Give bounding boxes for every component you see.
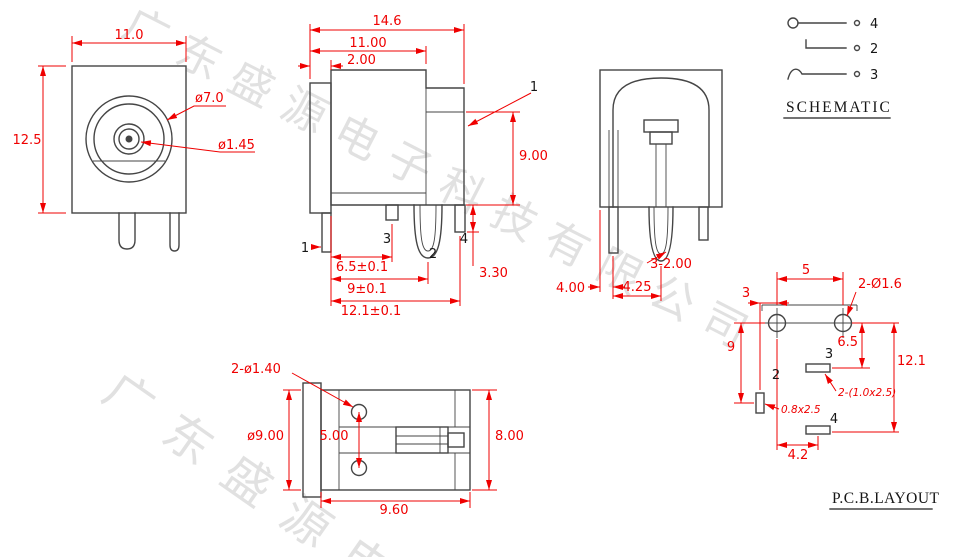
front-body-outline — [71, 65, 187, 214]
front-barrel-inner-circle — [93, 103, 165, 175]
rear-body-outline — [599, 69, 723, 208]
front-pin-hole-circle — [118, 128, 140, 150]
front-dim-height: 12.5 — [13, 133, 42, 148]
rear-pin-right — [698, 206, 709, 241]
side-label-terminal1: 1 — [301, 241, 309, 256]
bottom-contact-details — [396, 427, 448, 453]
side-label-terminal3: 3 — [383, 232, 391, 247]
front-pin-center-lug — [118, 212, 136, 250]
rear-dim-left-offset: 4.00 — [556, 281, 585, 296]
bottom-contact-tip — [447, 432, 465, 448]
schematic-pin2-line — [805, 39, 847, 49]
side-dim-flange: 2.00 — [347, 53, 376, 68]
side-shell-leader — [467, 92, 532, 127]
rear-view: 4.00 4.25 3-2.00 — [556, 69, 723, 301]
front-pin-leader — [140, 140, 255, 153]
front-dim-width: 11.0 — [115, 28, 144, 43]
side-label-terminal4: 4 — [460, 232, 468, 247]
rear-ext-lines — [599, 210, 662, 301]
side-dim-pin4-offset: 12.1±0.1 — [341, 304, 402, 319]
bottom-dim-barrel: ø9.00 — [247, 429, 284, 444]
pcb-holes-leader — [846, 291, 857, 317]
bottom-dim-holes: 2-ø1.40 — [231, 362, 281, 377]
side-body-details — [331, 88, 464, 205]
side-dim-pin-length: 3.30 — [479, 266, 508, 281]
pcb-dim-hole-offset: 3 — [742, 286, 750, 301]
front-pin-side-lug — [169, 212, 180, 252]
bottom-dim-length: 9.60 — [380, 503, 409, 518]
side-label-shell: 1 — [530, 80, 538, 95]
rear-pin-left — [608, 206, 619, 254]
rear-pin-center — [648, 206, 674, 262]
schematic-pin4-label: 4 — [870, 17, 878, 32]
schematic-pin2-label: 2 — [870, 42, 878, 57]
bottom-ext-lines — [283, 389, 497, 508]
front-view: 11.0 12.5 ø7.0 ø1.45 — [13, 28, 255, 252]
side-terminal3-pin — [385, 204, 399, 221]
pcb-dim-pad4-offset: 12.1 — [897, 354, 926, 369]
side-dim-height: 9.00 — [519, 149, 548, 164]
pcb-hole-right — [833, 313, 853, 333]
pcb-dim-pad-slots: 2-(1.0x2.5) — [838, 387, 896, 399]
pcb-hole-centerlines — [763, 308, 858, 338]
front-barrel-leader — [166, 105, 226, 121]
side-dim-pin2-offset: 9±0.1 — [347, 282, 387, 297]
pcb-dim-pad4-x: 4.2 — [788, 448, 809, 463]
side-terminal2-pin — [413, 204, 443, 259]
pcb-title: P.C.B.LAYOUT — [832, 490, 940, 507]
side-body-outline — [330, 69, 465, 206]
side-dim-total-width: 14.6 — [373, 14, 402, 29]
pcb-hole-left — [767, 313, 787, 333]
pcb-label-pad3: 3 — [825, 347, 833, 362]
side-terminal4-pin — [454, 204, 466, 233]
front-center-pin — [125, 135, 133, 143]
front-dim-barrel: ø7.0 — [195, 91, 224, 106]
pcb-ref-line-left — [759, 302, 777, 390]
rear-dome — [612, 77, 710, 208]
rear-terminal-block-lower — [649, 131, 673, 145]
rear-center-shaft-lines — [655, 144, 667, 207]
pcb-dim-hole-pitch: 5 — [802, 263, 810, 278]
schematic-pin3-terminal-icon — [853, 70, 861, 78]
pcb-pad-slots-leader — [824, 373, 837, 392]
rear-side-terminal-lines — [608, 130, 619, 207]
pcb-dim-pad3-offset: 6.5 — [837, 335, 858, 350]
schematic-title: SCHEMATIC — [786, 99, 892, 116]
bottom-view: 2-ø1.40 ø9.00 5.00 8.00 9.60 — [231, 362, 524, 518]
side-ext-lines-bottom — [330, 216, 461, 306]
rear-pin-width-leader — [646, 251, 667, 264]
side-dim-body-width: 11.00 — [349, 36, 386, 51]
pcb-pad4-slot — [805, 425, 831, 435]
front-barrel-outer-circle — [85, 95, 173, 183]
bottom-dim-height: 8.00 — [495, 429, 524, 444]
pcb-pad3-slot — [805, 363, 831, 373]
pcb-pad2-slot — [755, 392, 765, 414]
bottom-dim-hole-pitch: 5.00 — [320, 429, 349, 444]
rear-dim-pin-width: 3-2.00 — [650, 257, 692, 272]
pcb-ext-pad4x — [776, 339, 819, 450]
pcb-dim-pad2-offset: 9 — [727, 340, 735, 355]
schematic-pin2-terminal-icon — [853, 44, 861, 52]
front-hub-circle — [113, 123, 145, 155]
pcb-dim-holes: 2-Ø1.6 — [858, 277, 902, 292]
pcb-label-pad2: 2 — [772, 368, 780, 383]
side-dim-pin3-offset: 6.5±0.1 — [336, 260, 388, 275]
pcb-dim-pad2-slot: 0.8x2.5 — [781, 404, 821, 416]
pcb-label-pad4: 4 — [830, 412, 838, 427]
bottom-body-outline — [320, 389, 471, 491]
schematic-pin3-label: 3 — [870, 68, 878, 83]
pcb-layout: 5 2-Ø1.6 3 9 6.5 12.1 2-(1.0x2.5) 0.8x2.… — [727, 263, 940, 510]
side-terminal2-pin-inner — [419, 204, 437, 252]
side-label-terminal2: 2 — [429, 247, 437, 262]
schematic-pin4-terminal-icon — [853, 19, 861, 27]
schematic: 4 2 3 SCHEMATIC — [783, 17, 892, 119]
schematic-pin3-spring-line — [787, 68, 847, 80]
bottom-holes-leader — [291, 372, 354, 408]
rear-dim-center-offset: 4.25 — [623, 280, 652, 295]
front-dim-pin: ø1.45 — [218, 138, 255, 153]
side-view: 14.6 11.00 2.00 9.00 6.5±0.1 9±0.1 12.1±… — [298, 14, 548, 319]
